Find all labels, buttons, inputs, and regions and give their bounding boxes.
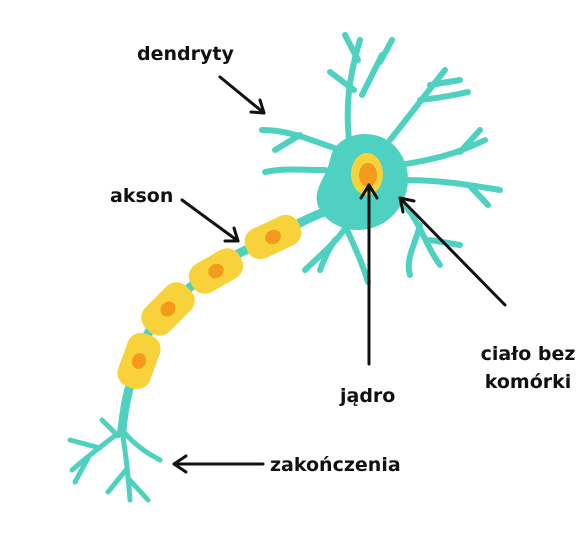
axon-terminals	[67, 417, 163, 503]
arrow-terminals	[172, 454, 265, 474]
arrow-nucleus	[359, 183, 379, 366]
myelin-sheath	[244, 214, 302, 260]
myelin-sheath	[188, 248, 244, 294]
myelin-sheath	[141, 282, 195, 336]
label-terminals: zakończenia	[270, 454, 401, 476]
neuron	[67, 32, 503, 503]
dendrites	[259, 32, 503, 285]
arrow-dendrites	[218, 75, 266, 115]
arrow-cell-body	[398, 196, 507, 307]
arrow-axon	[180, 198, 240, 243]
myelin-sheath	[117, 332, 161, 390]
label-dendrites: dendryty	[137, 43, 234, 65]
label-cell-body: ciało bez komórki	[480, 343, 576, 393]
label-axon: akson	[110, 185, 174, 207]
arrows	[172, 75, 507, 474]
label-nucleus: jądro	[340, 385, 396, 407]
myelin-sheaths	[117, 214, 302, 390]
nucleus-core	[359, 163, 377, 187]
